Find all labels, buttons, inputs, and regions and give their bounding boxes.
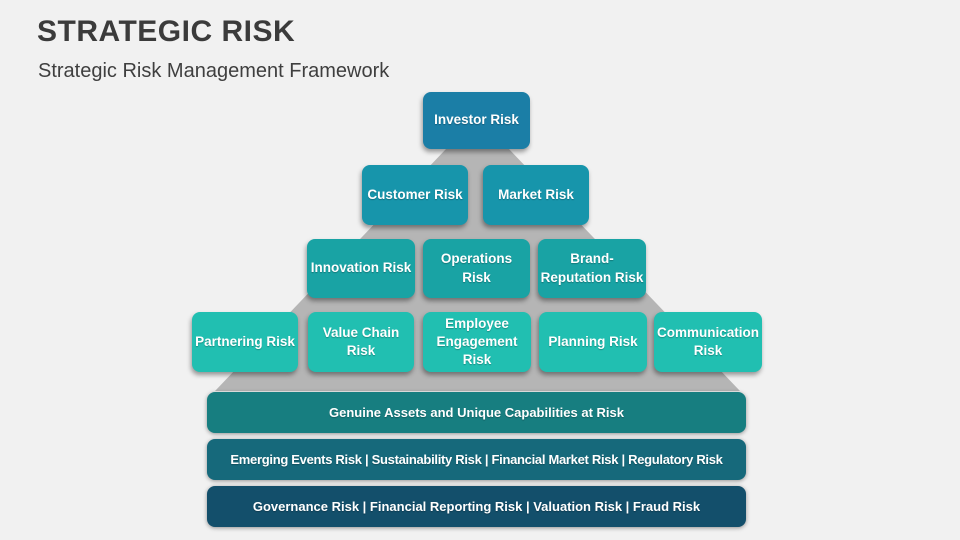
band-genuine-assets-risk: Genuine Assets and Unique Capabilities a… (207, 392, 746, 433)
band-governance-risk: Governance Risk | Financial Reporting Ri… (207, 486, 746, 527)
slide-title: STRATEGIC RISK (37, 15, 296, 48)
pyramid-box-operations-risk: Operations Risk (423, 239, 530, 298)
pyramid-box-value-chain-risk: Value Chain Risk (308, 312, 414, 372)
pyramid-box-employee-engagement-risk: Employee Engagement Risk (423, 312, 531, 372)
pyramid-box-communication-risk: Communication Risk (654, 312, 762, 372)
pyramid-box-brand-reputation-risk: Brand-Reputation Risk (538, 239, 646, 298)
pyramid-box-innovation-risk: Innovation Risk (307, 239, 415, 298)
pyramid-box-customer-risk: Customer Risk (362, 165, 468, 225)
band-emerging-events-risk: Emerging Events Risk | Sustainability Ri… (207, 439, 746, 480)
pyramid-box-investor-risk: Investor Risk (423, 92, 530, 149)
pyramid-box-planning-risk: Planning Risk (539, 312, 647, 372)
pyramid-box-partnering-risk: Partnering Risk (192, 312, 298, 372)
slide-subtitle: Strategic Risk Management Framework (38, 60, 390, 82)
pyramid-box-market-risk: Market Risk (483, 165, 589, 225)
